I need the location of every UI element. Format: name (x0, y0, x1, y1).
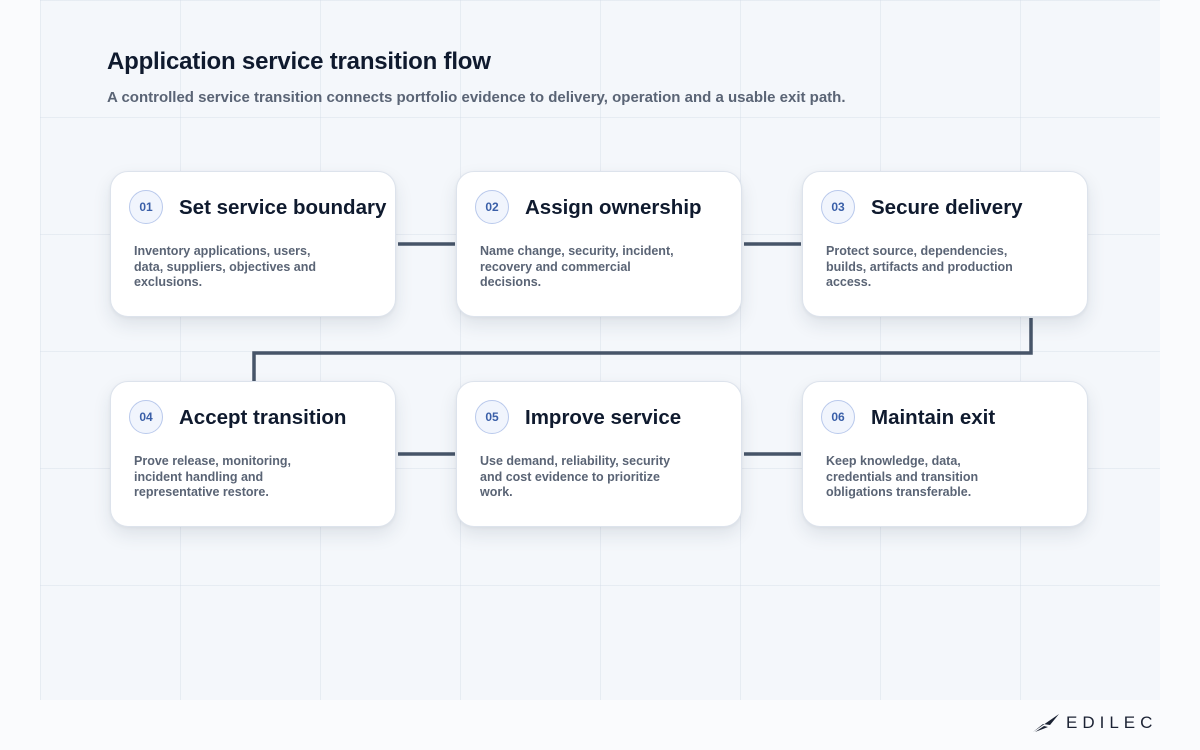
step-description: Name change, security, incident, recover… (480, 244, 674, 289)
step-number-badge: 01 (129, 190, 163, 224)
step-number-badge: 03 (821, 190, 855, 224)
step-title: Set service boundary (179, 196, 387, 219)
step-description: Keep knowledge, data, credentials and tr… (826, 454, 979, 499)
step-description: Use demand, reliability, security and co… (480, 454, 671, 499)
step-card-assign-ownership: 02 Assign ownership Name change, securit… (456, 171, 742, 317)
logo-wordmark: EDILEC (1066, 713, 1158, 732)
step-description: Prove release, monitoring, incident hand… (134, 454, 291, 499)
step-number-badge: 06 (821, 400, 855, 434)
step-description: Inventory applications, users, data, sup… (134, 244, 317, 289)
brand-logo: EDILEC (1032, 711, 1157, 735)
step-number-badge: 04 (129, 400, 163, 434)
step-title: Assign ownership (525, 196, 702, 219)
step-description: Protect source, dependencies, builds, ar… (826, 244, 1013, 289)
step-card-secure-delivery: 03 Secure delivery Protect source, depen… (802, 171, 1088, 317)
step-card-accept-transition: 04 Accept transition Prove release, moni… (110, 381, 396, 527)
step-number-badge: 05 (475, 400, 509, 434)
step-title: Accept transition (179, 406, 347, 429)
step-card-maintain-exit: 06 Maintain exit Keep knowledge, data, c… (802, 381, 1088, 527)
step-number-badge: 02 (475, 190, 509, 224)
step-title: Secure delivery (871, 196, 1023, 219)
logo-mark-icon (1033, 714, 1059, 732)
step-title: Maintain exit (871, 406, 996, 429)
diagram-canvas (40, 0, 1160, 700)
step-title: Improve service (525, 406, 682, 429)
step-card-set-service-boundary: 01 Set service boundary Inventory applic… (110, 171, 396, 317)
page-title: Application service transition flow (107, 48, 491, 75)
page-subtitle: A controlled service transition connects… (107, 89, 846, 106)
connector-03-04 (252, 318, 1033, 381)
step-card-improve-service: 05 Improve service Use demand, reliabili… (456, 381, 742, 527)
